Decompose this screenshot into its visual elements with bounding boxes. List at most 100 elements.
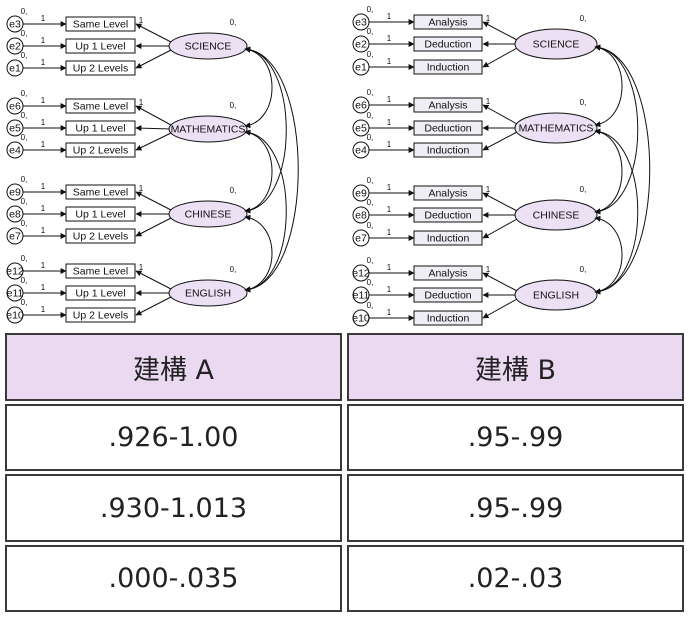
table-cell-r3-b: .02-.03	[347, 545, 684, 612]
factor-variance-label: 0,	[230, 265, 237, 274]
indicator-label: Same Level	[73, 19, 128, 31]
indicator-label: Same Level	[73, 187, 128, 199]
table-cell-r2-a: .930-1.013	[5, 474, 342, 542]
covariance-arc	[244, 46, 273, 129]
error-label: e9	[9, 187, 21, 199]
error-mean-label: 0,	[367, 88, 374, 97]
path-weight-label: 1	[387, 285, 392, 294]
indicator-box	[65, 16, 136, 32]
path-weight-label: 1	[41, 182, 46, 191]
path-weight-label: 1	[41, 305, 46, 314]
factor-ellipse	[168, 32, 248, 60]
indicator-label: Induction	[427, 313, 470, 325]
indicator-box	[413, 14, 483, 30]
error-label: e7	[9, 231, 21, 243]
path-weight-label: 1	[387, 183, 392, 192]
covariance-arc	[594, 215, 623, 295]
table-cell-r1-b: .95-.99	[347, 404, 684, 471]
indicator-label: Analysis	[428, 268, 467, 280]
factor-label: MATHEMATICS	[171, 124, 246, 136]
loading-path	[482, 104, 518, 125]
indicator-label: Deduction	[424, 123, 471, 135]
loading-path	[135, 105, 172, 126]
indicator-label: Up 2 Levels	[73, 63, 128, 75]
path-weight-label: 1	[387, 140, 392, 149]
table-cell-r3-a: .000-.035	[5, 545, 342, 612]
loading-weight-label: 1	[486, 14, 491, 23]
factor-variance-label: 0,	[580, 14, 587, 23]
indicator-box	[413, 265, 483, 281]
factor-variance-label: 0,	[580, 265, 587, 274]
loading-weight-label: 1	[139, 184, 144, 193]
indicator-label: Up 1 Level	[75, 209, 125, 221]
indicator-box	[413, 142, 483, 158]
error-mean-label: 0,	[367, 278, 374, 287]
error-mean-label: 0,	[21, 133, 28, 142]
error-label: e10	[352, 313, 370, 325]
factor-label: SCIENCE	[533, 39, 580, 51]
indicator-label: Up 2 Levels	[73, 145, 128, 157]
path-weight-label: 1	[387, 95, 392, 104]
path-weight-label: 1	[387, 57, 392, 66]
indicator-box	[65, 263, 136, 279]
indicator-box	[65, 228, 136, 244]
loading-weight-label: 1	[486, 97, 491, 106]
indicator-box	[413, 185, 483, 201]
loading-path	[135, 296, 172, 316]
path-weight-label: 1	[41, 58, 46, 67]
error-mean-label: 0,	[367, 133, 374, 142]
indicator-box	[65, 285, 136, 301]
indicator-label: Up 1 Level	[75, 41, 125, 53]
indicator-box	[65, 120, 136, 136]
loading-weight-label: 1	[486, 265, 491, 274]
error-label: e1	[355, 62, 367, 74]
indicator-label: Same Level	[73, 101, 128, 113]
factor-variance-label: 0,	[230, 101, 237, 110]
path-weight-label: 1	[387, 34, 392, 43]
indicator-label: Analysis	[428, 100, 467, 112]
path-weight-label: 1	[387, 118, 392, 127]
error-mean-label: 0,	[21, 175, 28, 184]
loading-path	[135, 270, 172, 290]
covariance-arc	[244, 214, 273, 293]
factor-label: CHINESE	[185, 209, 232, 221]
loading-path	[482, 47, 518, 68]
path-weight-label: 1	[387, 263, 392, 272]
error-mean-label: 0,	[21, 89, 28, 98]
error-mean-label: 0,	[367, 27, 374, 36]
indicator-box	[413, 36, 483, 52]
factor-variance-label: 0,	[230, 186, 237, 195]
table-header-a: 建構 A	[5, 333, 342, 401]
indicator-label: Deduction	[424, 290, 471, 302]
factor-label: SCIENCE	[185, 41, 232, 53]
path-weight-label: 1	[41, 204, 46, 213]
factor-ellipse	[514, 279, 598, 311]
error-label: e9	[355, 188, 367, 200]
loading-weight-label: 1	[139, 16, 144, 25]
path-weight-label: 1	[41, 36, 46, 45]
error-mean-label: 0,	[21, 254, 28, 263]
indicator-box	[413, 287, 483, 303]
indicator-box	[65, 142, 136, 158]
loading-weight-label: 1	[139, 263, 144, 272]
path-weight-label: 1	[387, 308, 392, 317]
factor-label: CHINESE	[533, 210, 580, 222]
error-mean-label: 0,	[21, 276, 28, 285]
indicator-box	[413, 97, 483, 113]
error-label: e8	[355, 210, 367, 222]
error-label: e2	[355, 39, 367, 51]
indicator-box	[65, 98, 136, 114]
path-weight-label: 1	[41, 96, 46, 105]
loading-path	[135, 49, 172, 69]
loading-path	[482, 298, 518, 319]
loading-path	[482, 192, 518, 212]
indicator-box	[413, 59, 483, 75]
loading-path	[482, 131, 518, 151]
covariance-arc	[244, 129, 287, 293]
indicator-label: Analysis	[428, 17, 467, 29]
table-header-b: 建構 B	[347, 333, 684, 401]
factor-label: MATHEMATICS	[519, 123, 594, 135]
